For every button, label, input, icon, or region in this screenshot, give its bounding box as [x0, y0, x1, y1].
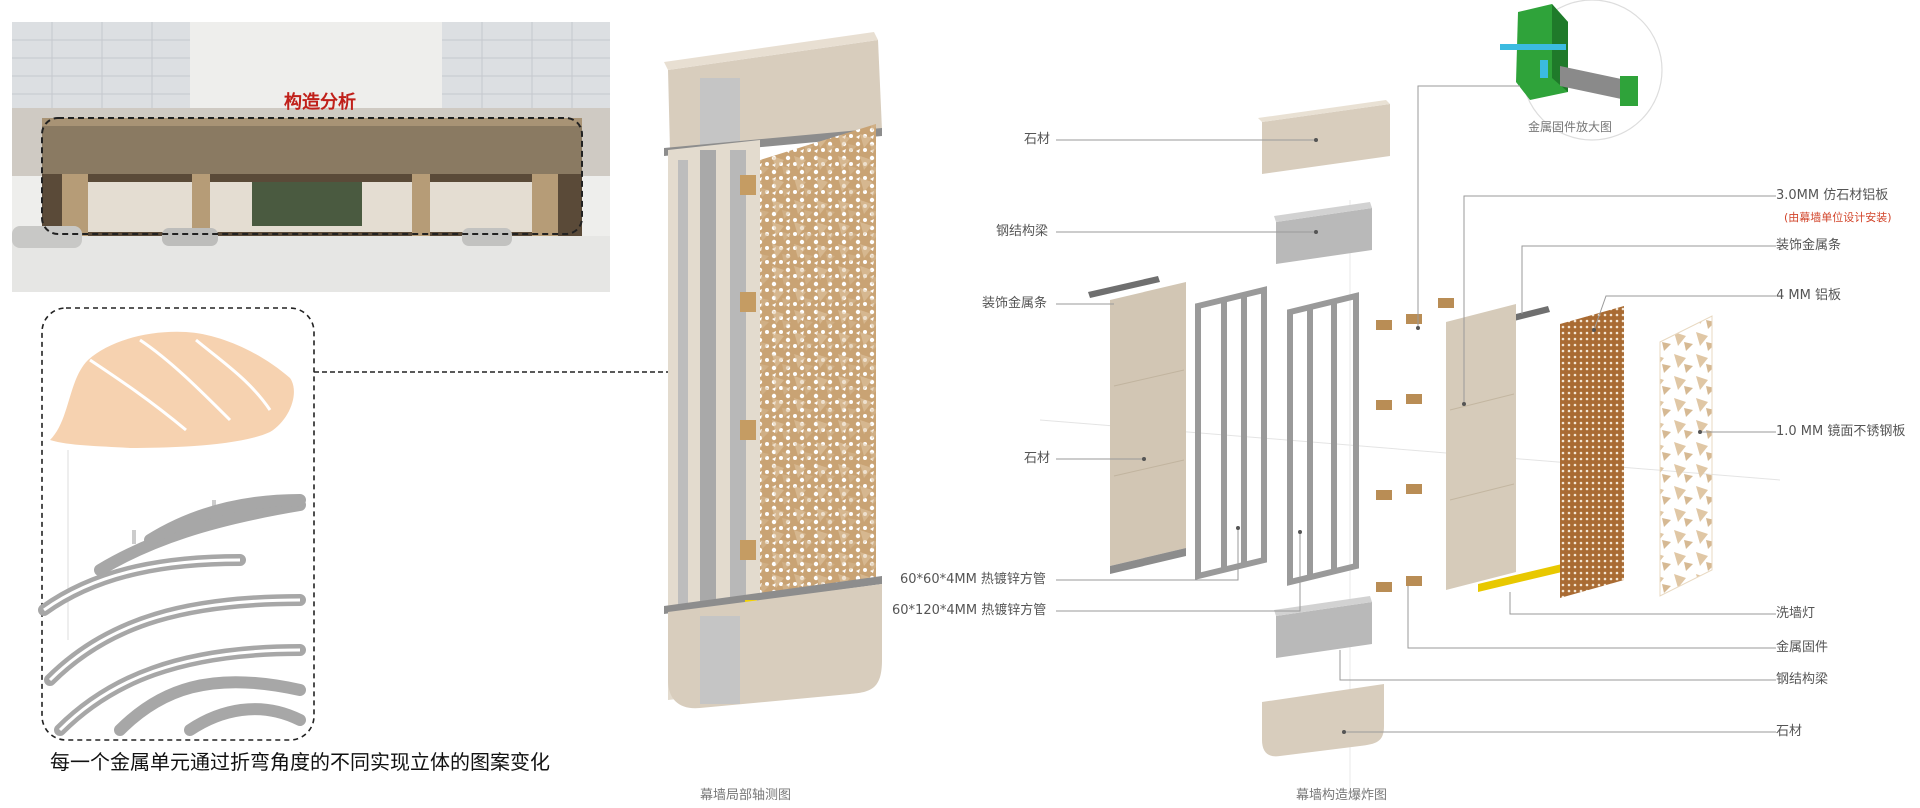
label-decor-strip-right: 装饰金属条 [1776, 238, 1842, 253]
axonometric-caption: 幕墙局部轴测图 [700, 788, 792, 803]
leader-dots-right [1342, 326, 1702, 734]
bottom-left-caption: 每一个金属单元通过折弯角度的不同实现立体的图案变化 [50, 750, 550, 774]
label-metal-fixing: 金属固件 [1776, 640, 1829, 655]
exploded-caption: 幕墙构造爆炸图 [1296, 788, 1388, 803]
label-decor-strip-left: 装饰金属条 [982, 296, 1048, 311]
label-steel-beam-top: 钢结构梁 [996, 224, 1049, 239]
metal-fixing-detail [1500, 0, 1663, 141]
leaf-detail-box [38, 307, 315, 741]
label-aluminium-4mm: 4 MM 铝板 [1776, 288, 1841, 303]
label-stainless-1mm: 1.0 MM 镜面不锈钢板 [1776, 424, 1906, 439]
exploded-view [1039, 100, 1781, 790]
label-square-tube-60: 60*60*4MM 热镀锌方管 [900, 572, 1046, 587]
label-steel-beam-bottom: 钢结构梁 [1776, 672, 1829, 687]
label-stone-middle: 石材 [1024, 451, 1051, 466]
detail-caption: 金属固件放大图 [1528, 120, 1613, 134]
label-stone-bottom: 石材 [1776, 724, 1803, 739]
label-aluminium-3mm: 3.0MM 仿石材铝板 [1776, 188, 1889, 203]
leader-dots-left [1142, 138, 1318, 534]
label-installer-note: (由幕墙单位设计安装) [1784, 211, 1892, 224]
label-stone-top: 石材 [1024, 132, 1051, 147]
label-wall-washer: 洗墙灯 [1776, 606, 1816, 621]
building-photo: 构造分析 [12, 22, 610, 292]
axonometric-view [664, 32, 882, 709]
label-square-tube-120: 60*120*4MM 热镀锌方管 [892, 603, 1047, 618]
leader-lines-left [1056, 139, 1316, 612]
photo-title: 构造分析 [284, 92, 356, 113]
building-photo-illustration [12, 22, 610, 292]
leader-lines-right [1339, 85, 1776, 733]
